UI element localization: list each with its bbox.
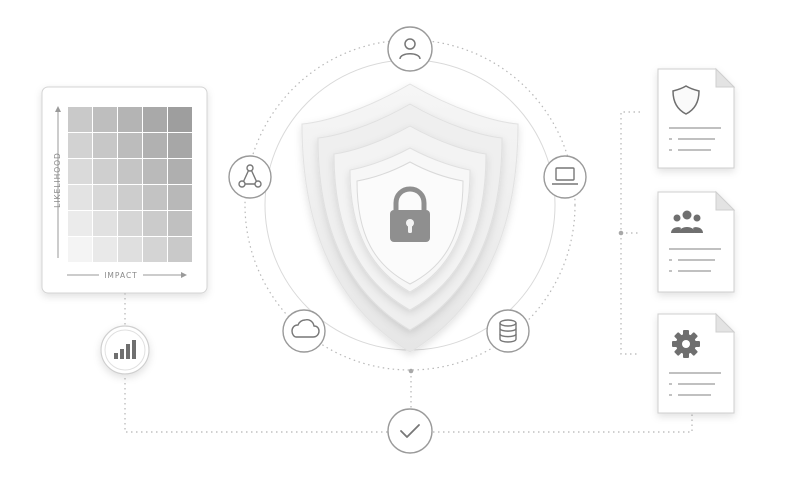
risk-matrix-cell [143,237,167,262]
risk-matrix-cell [168,107,192,132]
risk-matrix-cell [93,185,117,210]
risk-matrix-cell [168,159,192,184]
users-group-icon [671,210,703,233]
analytics-node[interactable] [100,325,150,375]
y-axis-arrowhead [55,106,61,112]
risk-matrix-cell [93,237,117,262]
risk-matrix-cell [118,107,142,132]
policy-document-security[interactable] [657,67,736,169]
analytics-to-bottom-line [124,373,389,433]
risk-matrix-cell [118,185,142,210]
risk-matrix-cell [68,159,92,184]
bottom-to-docs-line [433,412,693,433]
risk-matrix-cell [118,159,142,184]
risk-matrix-cell [118,133,142,158]
risk-matrix-cell [68,107,92,132]
user-node[interactable] [387,26,433,72]
risk-matrix-cell [168,185,192,210]
database-node[interactable] [486,309,530,353]
gear-icon [672,330,700,358]
risk-matrix-cell [143,159,167,184]
policy-document-users[interactable] [657,190,736,293]
risk-matrix-cell [93,211,117,236]
document-lines [669,248,721,272]
x-axis-label: IMPACT [104,271,138,280]
risk-matrix-cell [143,107,167,132]
risk-matrix-cell [93,107,117,132]
risk-matrix-cell [93,159,117,184]
bar-chart-icon [114,340,136,359]
risk-matrix-cell [168,237,192,262]
laptop-icon [552,167,578,185]
risk-matrix-cell [143,185,167,210]
risk-matrix-card: IMPACT LIKELIHOOD [41,86,208,294]
shield-icon [672,85,700,115]
network-nodes-icon [238,164,262,188]
risk-matrix-cell [168,211,192,236]
y-axis-label: LIKELIHOOD [53,152,62,208]
policy-document-settings[interactable] [657,312,736,414]
risk-matrix-cell [143,211,167,236]
cloud-icon [291,319,320,338]
network-node[interactable] [228,155,272,199]
risk-matrix-cell [168,133,192,158]
risk-matrix-cell [143,133,167,158]
risk-matrix-cell [68,185,92,210]
risk-matrix-cell [68,133,92,158]
document-lines [669,127,721,151]
checkmark-icon [400,424,420,438]
risk-matrix-cell [118,211,142,236]
risk-matrix-grid [68,107,192,262]
outer-orbit-ring [244,39,576,371]
risk-matrix-cell [68,211,92,236]
risk-matrix-cell [93,133,117,158]
verify-node[interactable] [387,408,433,454]
risk-matrix-cell [68,237,92,262]
x-axis-arrowhead [181,272,187,278]
user-icon [399,38,421,60]
risk-matrix-cell [118,237,142,262]
database-icon [499,319,517,343]
padlock-icon [390,186,430,242]
cloud-node[interactable] [282,309,326,353]
bracket-dot [618,230,624,236]
ring-bottom-dot [408,368,414,374]
laptop-node[interactable] [543,155,587,199]
document-lines [669,372,721,396]
